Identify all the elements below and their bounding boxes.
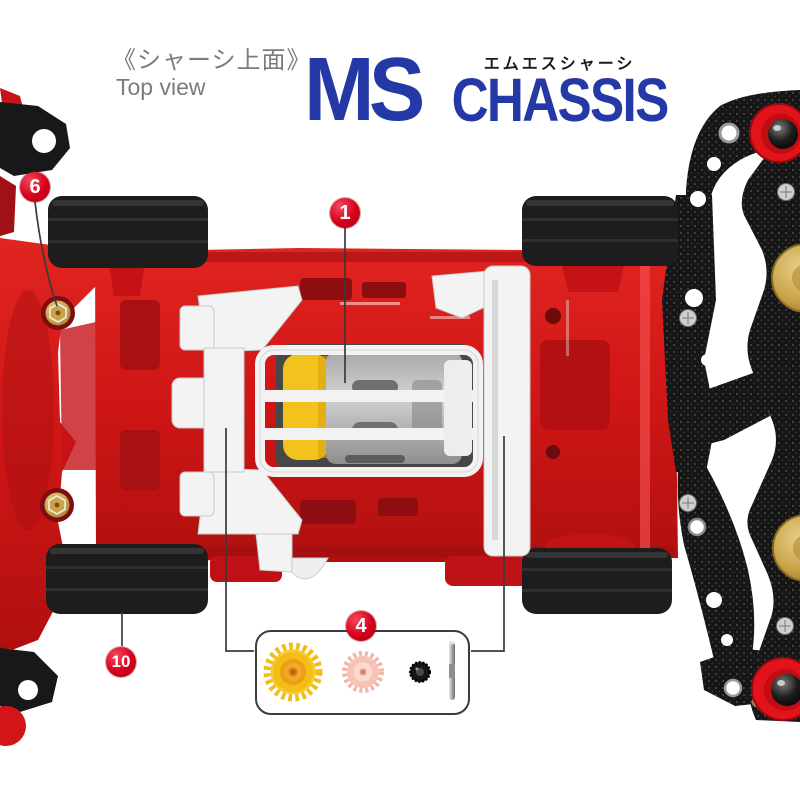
gear-shaft-icon <box>449 641 455 700</box>
leader-lines <box>34 201 505 652</box>
callout-motor: 1 <box>330 198 360 228</box>
title-japanese: 《シャーシ上面》 <box>112 47 312 74</box>
tire-front-left <box>48 196 208 268</box>
title-english: Top view <box>116 74 206 100</box>
callout-gear-set: 4 <box>346 611 376 641</box>
rear-roller-bottom <box>751 657 800 721</box>
logo-chassis-text: CHASSIS <box>451 66 670 134</box>
rear-carbon-stay <box>662 90 800 722</box>
callout-front-screw: 6 <box>20 172 50 202</box>
stay-screws <box>679 183 795 708</box>
tire-rear-right <box>522 548 672 614</box>
front-left-stay <box>0 88 70 236</box>
counter-gear-yellow-icon <box>263 642 323 702</box>
callout-front-tire: 10 <box>106 647 136 677</box>
motor-cage <box>255 345 483 477</box>
ms-chassis-logo: MS エムエスシャーシ CHASSIS <box>304 40 688 141</box>
brass-mass-damper-bottom <box>772 514 800 582</box>
tires <box>46 196 678 614</box>
gear-detail-parts <box>263 641 455 702</box>
brass-mass-damper-top <box>771 243 800 313</box>
pinion-gear-black-icon <box>409 661 431 683</box>
rear-roller-top <box>749 103 800 163</box>
tire-front-right <box>46 544 208 614</box>
logo-ruby-katakana: エムエスシャーシ <box>483 56 636 73</box>
front-gear-unit <box>0 238 100 650</box>
motor-cover-assembly <box>171 265 531 573</box>
gear-detail-inset <box>255 630 470 715</box>
spur-gear-pink-icon <box>342 651 384 693</box>
logo-ms-text: MS <box>304 40 425 141</box>
tire-rear-left <box>522 196 678 266</box>
front-bumper-screw-top <box>41 296 75 330</box>
front-bumper-screw-bottom <box>40 488 74 522</box>
